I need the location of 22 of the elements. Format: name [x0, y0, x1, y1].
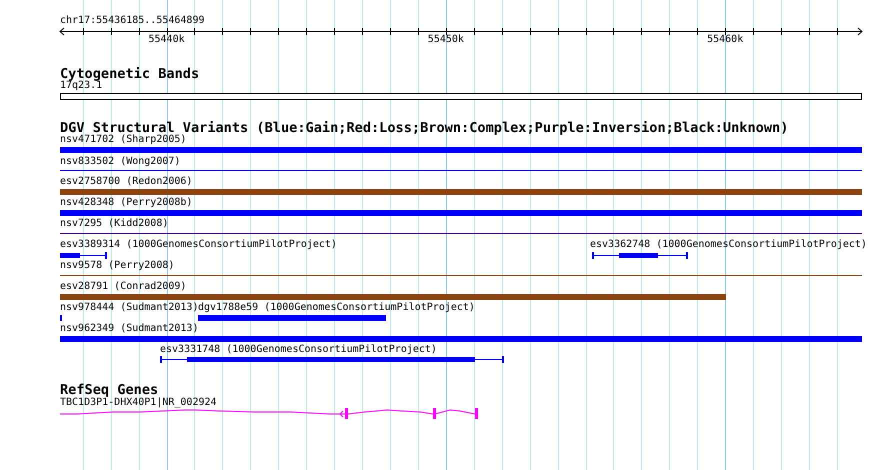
feature-label: nsv833502 (Wong2007): [60, 156, 180, 168]
feature-label: esv3389314 (1000GenomesConsortiumPilotProject): [60, 239, 337, 251]
coordinate-range: chr17:55436185..55464899: [60, 15, 204, 27]
feature-label: nsv978444 (Sudmant2013): [60, 302, 198, 314]
track-title: Cytogenetic Bands: [60, 67, 200, 81]
tick-label: 55450k: [428, 34, 464, 46]
feature-label: nsv9578 (Perry2008): [60, 260, 174, 272]
feature-label: esv3362748 (1000GenomesConsortiumPilotProject): [590, 239, 867, 251]
feature-label: esv2758700 (Redon2006): [60, 176, 192, 188]
tick-label: 55460k: [707, 34, 744, 46]
tick-label: 55440k: [148, 34, 185, 46]
feature-label: esv28791 (Conrad2009): [60, 281, 186, 293]
feature-label: nsv428348 (Perry2008b): [60, 197, 192, 209]
feature-label: TBC1D3P1-DHX40P1|NR_002924: [60, 397, 217, 409]
feature-label: nsv962349 (Sudmant2013): [60, 323, 198, 335]
track-title: RefSeq Genes: [60, 383, 158, 397]
feature-label: dgv1788e59 (1000GenomesConsortiumPilotProject): [198, 302, 475, 314]
feature-label: 17q23.1: [60, 80, 102, 92]
feature-label: nsv471702 (Sharp2005): [60, 134, 186, 146]
feature-label: esv3331748 (1000GenomesConsortiumPilotProject): [160, 344, 437, 356]
feature-label: nsv7295 (Kidd2008): [60, 218, 168, 230]
track-title: DGV Structural Variants (Blue:Gain;Red:Loss;Brown:Complex;Purple:Inversion;Black:Unknown): [60, 121, 788, 135]
